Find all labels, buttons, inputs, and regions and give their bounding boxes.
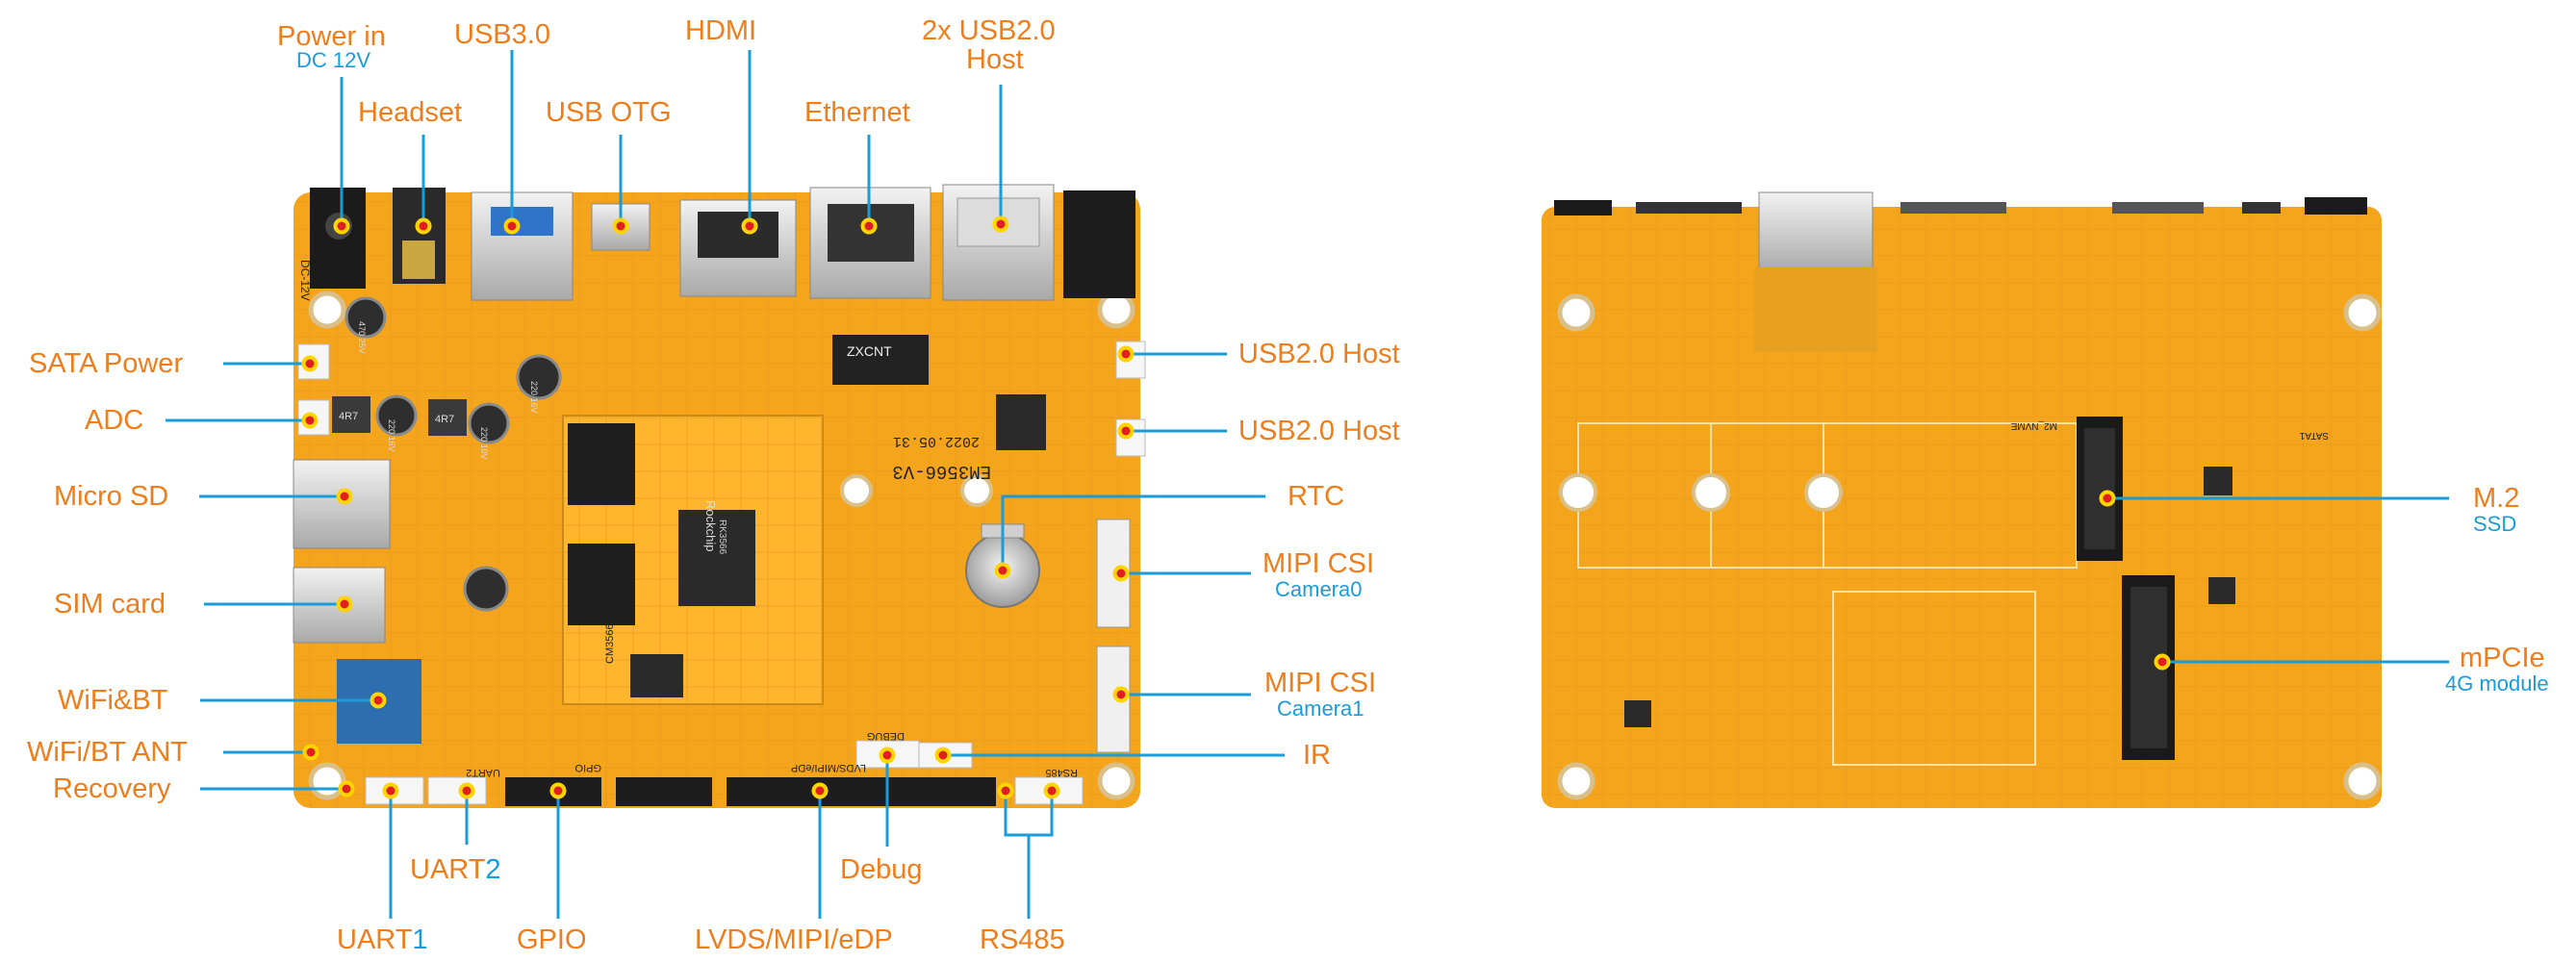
silk-sata-mark: SATA1: [2299, 430, 2329, 441]
label-usb-otg: USB OTG: [546, 97, 672, 128]
label-headset: Headset: [358, 97, 463, 128]
label-debug: Debug: [840, 854, 923, 885]
markers: [301, 215, 2171, 799]
label-mipi-csi1: MIPI CSI: [1264, 668, 1377, 698]
label-wifi-bt: WiFi&BT: [58, 685, 168, 716]
silk-cap-c: 220 16V: [387, 419, 396, 452]
silk-hdr-uart2: UART2: [466, 767, 500, 778]
silk-ind-a: 4R7: [339, 411, 358, 422]
label-mipi-csi0: MIPI CSI: [1262, 548, 1375, 579]
silk-m2-mark: M2_NVME: [2010, 420, 2057, 431]
label-wifi-bt-ant: WiFi/BT ANT: [27, 737, 189, 768]
label-adc: ADC: [85, 405, 144, 436]
label-uart1-num: 1: [412, 924, 428, 955]
silk-hdr-gpio: GPIO: [574, 762, 601, 773]
silk-dc-mark: DC-12V: [298, 260, 312, 301]
label-rtc: RTC: [1288, 481, 1345, 512]
label-usb3: USB3.0: [454, 19, 550, 50]
silk-cap-d: 220 10V: [479, 427, 489, 460]
label-sata-power: SATA Power: [29, 348, 184, 379]
label-gpio: GPIO: [517, 924, 587, 955]
label-uart2-text: UART: [410, 854, 486, 885]
label-mpcie: mPCIe: [2460, 643, 2545, 673]
silk-som-brand: Rockchip: [703, 500, 718, 551]
label-power-in-sub: DC 12V: [296, 48, 371, 72]
silk-eth-chip: ZXCNT: [847, 343, 892, 359]
label-sim-card: SIM card: [54, 589, 166, 620]
silk-hdr-rs485: RS485: [1045, 767, 1078, 778]
label-lvds: LVDS/MIPI/eDP: [695, 924, 893, 955]
label-ethernet: Ethernet: [804, 97, 910, 128]
label-uart2: UART2: [410, 856, 501, 884]
label-mpcie-sub: 4G module: [2445, 671, 2549, 696]
silk-cap-a: 470 25V: [357, 321, 367, 354]
label-usb2-host-b: USB2.0 Host: [1238, 416, 1400, 446]
label-usb2-dual-sub: Host: [966, 44, 1024, 75]
silk-hdr-debug: DEBUG: [867, 730, 905, 742]
leader-lines: [166, 50, 2449, 919]
label-rs485: RS485: [980, 924, 1065, 955]
silk-date: 2022.05.31: [893, 433, 980, 449]
label-mipi-csi1-sub: Camera1: [1277, 696, 1365, 721]
silk-ind-b: 4R7: [435, 414, 454, 425]
label-m2-sub: SSD: [2473, 512, 2517, 536]
label-uart1-text: UART: [337, 924, 413, 955]
back-board: M2_NVME SATA1: [1542, 191, 2382, 808]
silk-som-chip: RK3566: [717, 519, 727, 555]
label-ir: IR: [1303, 740, 1331, 771]
label-m2: M.2: [2473, 483, 2520, 514]
silk-hdr-lvds: LVDS/MIPI/eDP: [791, 762, 866, 773]
silk-som-id: CM3566 V1.0: [604, 599, 616, 664]
silk-cap-b: 220 16V: [529, 381, 539, 414]
label-usb2-host-a: USB2.0 Host: [1238, 339, 1400, 369]
silk-model: EM3566-V3: [892, 461, 991, 482]
label-usb2-dual: 2x USB2.0: [922, 15, 1056, 46]
label-recovery: Recovery: [53, 773, 171, 804]
label-power-in: Power in: [277, 21, 386, 52]
label-uart2-num: 2: [485, 854, 501, 885]
label-hdmi: HDMI: [685, 15, 757, 46]
label-mipi-csi0-sub: Camera0: [1275, 577, 1363, 601]
label-micro-sd: Micro SD: [54, 481, 169, 512]
label-uart1: UART1: [337, 926, 428, 954]
